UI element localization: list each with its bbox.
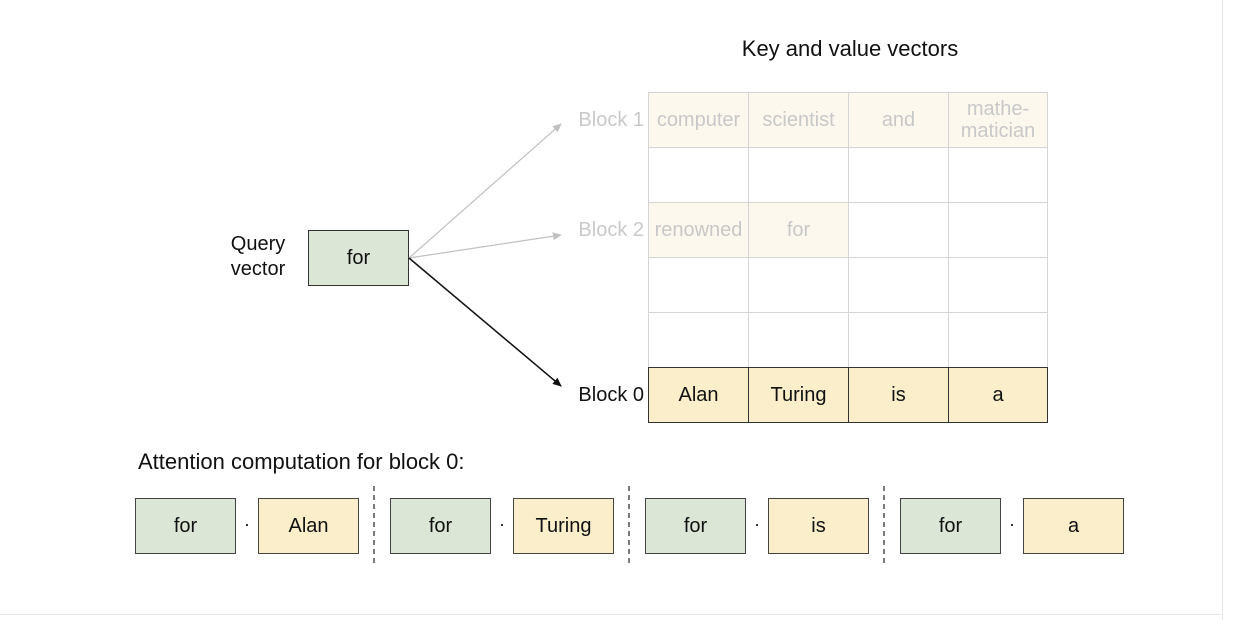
- kv-cell-active: a: [948, 367, 1048, 423]
- attention-key-box: Turing: [513, 498, 614, 554]
- dot-product-operator: ·: [754, 514, 760, 534]
- kv-cell-active: is: [848, 367, 949, 423]
- attention-query-box: for: [900, 498, 1001, 554]
- kv-cell: scientist: [748, 92, 849, 148]
- attention-key-box: a: [1023, 498, 1124, 554]
- dot-product-operator: ·: [244, 514, 250, 534]
- frame-divider-right: [1222, 0, 1223, 620]
- attention-query-box: for: [390, 498, 491, 554]
- query-label-line1: Query: [230, 233, 286, 255]
- arrow-to-block-2: [408, 232, 562, 259]
- block-0-label: Block 0: [578, 384, 644, 406]
- kv-cell: for: [748, 202, 849, 258]
- query-token-box: for: [308, 230, 409, 286]
- block-1-label: Block 1: [578, 109, 644, 131]
- query-vector-label: Query vector: [212, 232, 304, 282]
- arrow-to-block-1: [408, 123, 562, 259]
- dot-product-operator: ·: [1009, 514, 1015, 534]
- attention-key-box: Alan: [258, 498, 359, 554]
- kv-grid: computer scientist and mathe- matician r…: [648, 92, 1048, 423]
- kv-cell-active: Alan: [648, 367, 749, 423]
- kv-cell: renowned: [648, 202, 749, 258]
- kv-cell: and: [848, 92, 949, 148]
- arrow-to-block-0: [408, 257, 562, 387]
- query-label-line2: vector: [230, 258, 286, 280]
- dot-product-operator: ·: [499, 514, 505, 534]
- attention-title: Attention computation for block 0:: [138, 449, 465, 474]
- kv-cell: mathe- matician: [948, 92, 1048, 148]
- frame-divider-bottom: [0, 614, 1222, 615]
- attention-key-box: is: [768, 498, 869, 554]
- attention-query-box: for: [135, 498, 236, 554]
- kv-cell-active: Turing: [748, 367, 849, 423]
- block-2-label: Block 2: [578, 219, 644, 241]
- attention-query-box: for: [645, 498, 746, 554]
- kv-title: Key and value vectors: [741, 36, 959, 61]
